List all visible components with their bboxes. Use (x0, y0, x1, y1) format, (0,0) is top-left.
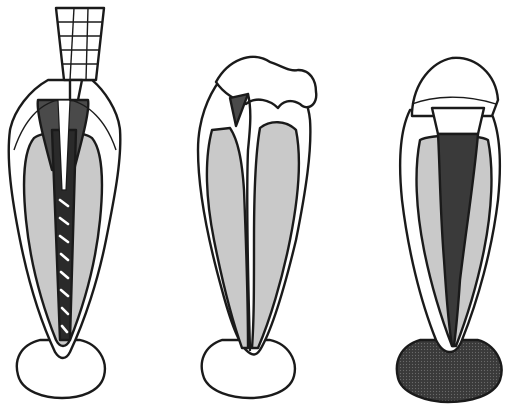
panel-1-tooth-with-file (9, 8, 121, 398)
panel-2-tooth-split-root (198, 57, 316, 398)
panel-3-tooth-filled-canal-lesion (397, 58, 502, 402)
root-dentin-left (207, 128, 248, 348)
endodontic-file-handle (56, 8, 104, 80)
access-cavity (432, 108, 484, 134)
